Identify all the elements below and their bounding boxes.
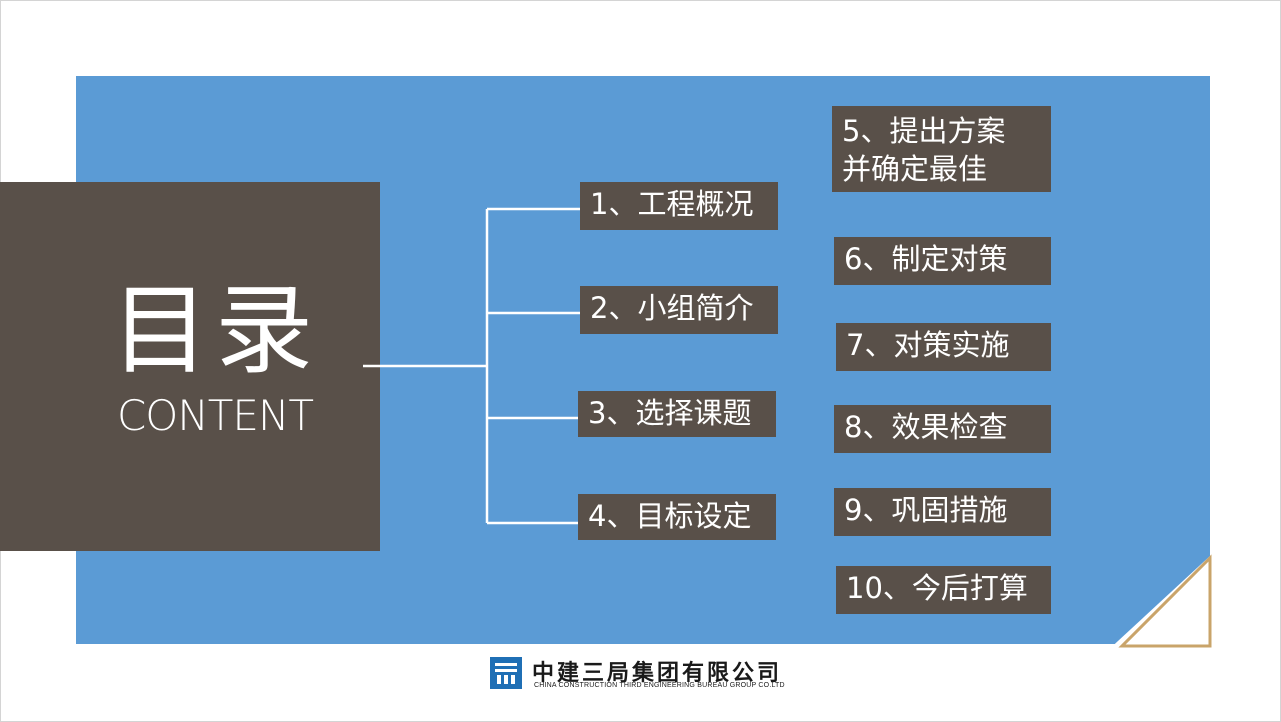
company-emblem-icon [490,657,522,689]
menu-item-9[interactable]: 9、巩固措施 [834,488,1051,536]
menu-item-10[interactable]: 10、今后打算 [836,566,1051,614]
menu-item-8[interactable]: 8、效果检查 [834,405,1051,453]
menu-item-7[interactable]: 7、对策实施 [836,323,1051,371]
menu-item-6[interactable]: 6、制定对策 [834,237,1051,285]
menu-item-3[interactable]: 3、选择课题 [578,391,776,437]
company-name-cn: 中建三局集团有限公司 [532,661,783,686]
company-name-en: CHINA CONSTRUCTION THIRD ENGINEERING BUR… [534,682,785,689]
title-sub: CONTENT [116,391,314,440]
menu-item-1[interactable]: 1、工程概况 [580,182,778,230]
company-logo: 中建三局集团有限公司 CHINA CONSTRUCTION THIRD ENGI… [490,657,800,691]
page-curl-corner [1118,554,1212,648]
menu-item-4[interactable]: 4、目标设定 [578,494,776,540]
menu-item-5[interactable]: 5、提出方案并确定最佳 [832,106,1051,192]
menu-item-2[interactable]: 2、小组简介 [580,286,778,334]
title-box [0,182,380,551]
title-main: 目录 [110,274,319,388]
